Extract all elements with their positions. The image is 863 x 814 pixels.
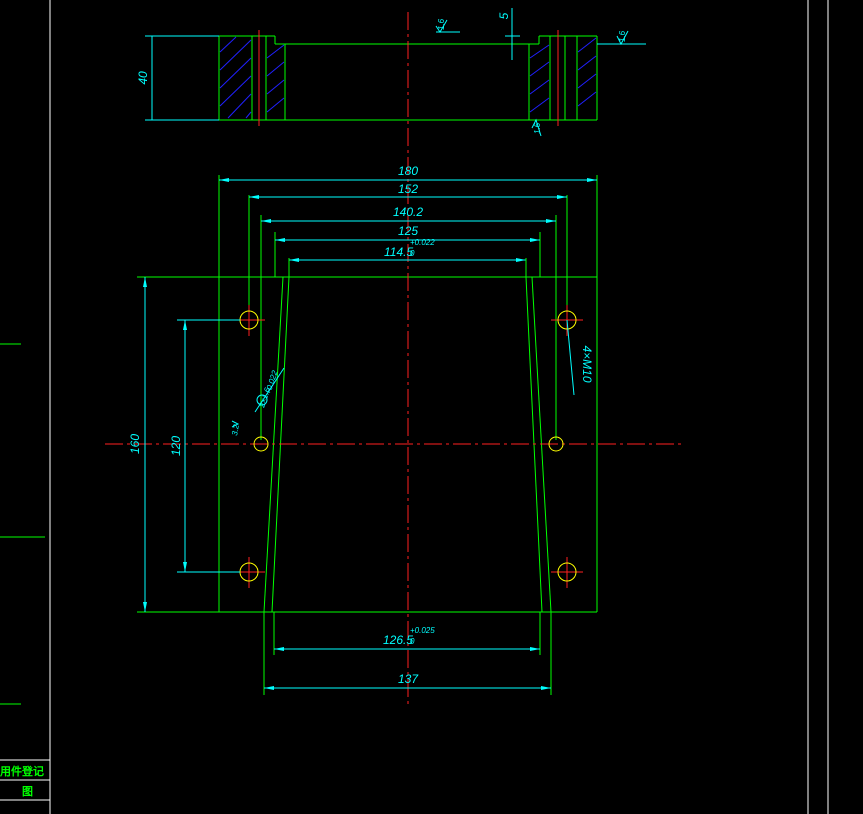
dim-hole-spacing-y: 120	[169, 436, 183, 456]
roughness-symbol: 3.2	[230, 420, 241, 436]
centerlines	[105, 12, 682, 708]
roughness-symbol: 1.6	[616, 30, 629, 46]
dim-width-overall: 180	[398, 164, 418, 178]
register-label: 用件登记	[0, 764, 44, 778]
dim-top-opening-tol-lower: 0	[410, 249, 415, 258]
svg-text:1.6: 1.6	[437, 18, 446, 30]
title-block-fragment: 用件登记 图	[0, 343, 50, 801]
dim-width-a: 140.2	[393, 205, 423, 219]
drawing-frame	[49, 0, 829, 814]
svg-text:3.2: 3.2	[230, 423, 241, 436]
dim-step: 5	[497, 12, 511, 19]
svg-text:1.6: 1.6	[618, 30, 627, 42]
mounting-holes	[239, 310, 577, 582]
roughness-symbol: 1.6	[435, 18, 460, 33]
plan-view	[137, 175, 598, 695]
dim-bottom-width: 137	[398, 672, 419, 686]
pin-hole-left	[253, 436, 269, 452]
dim-bottom-opening-tol-lower: 0	[410, 637, 415, 646]
hole-top-right	[557, 310, 577, 330]
svg-text:1.6: 1.6	[533, 122, 542, 134]
dim-bottom-opening-tol-upper: +0.025	[410, 626, 435, 635]
drawing-label: 图	[22, 785, 33, 798]
section-view	[218, 30, 598, 126]
dim-top-opening: 114.5	[384, 245, 413, 259]
note-holes: 4×M10	[580, 345, 594, 382]
dim-width-b: 125	[398, 224, 418, 238]
hole-bottom-right	[557, 562, 577, 582]
section-dimensions: 40 5 1.6 1.6 1.6	[136, 8, 646, 137]
dim-hole-spacing-x: 152	[398, 182, 418, 196]
dim-height-overall: 160	[128, 434, 142, 454]
dim-top-opening-tol-upper: +0.022	[410, 238, 435, 247]
pin-hole-right	[548, 436, 564, 452]
section-hatching	[219, 36, 597, 119]
plan-dimensions: 180 152 140.2 125 114.5 +0.022 0 160	[128, 164, 597, 690]
dim-bottom-opening: 126.5	[383, 633, 413, 647]
roughness-symbol: 1.6	[531, 118, 542, 137]
dim-thickness: 40	[136, 71, 150, 85]
